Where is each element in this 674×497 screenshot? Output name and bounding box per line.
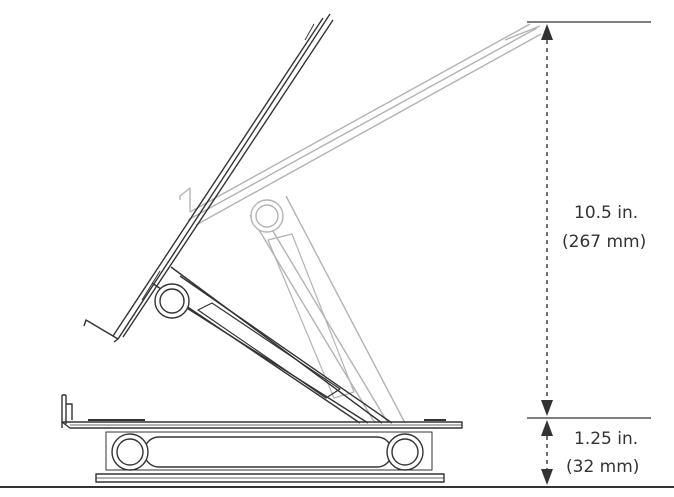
tilted-tray-plate <box>83 13 334 343</box>
raised-height-arrow <box>541 24 553 416</box>
tilted-lower-arm <box>151 266 393 424</box>
raised-height-label: 10.5 in. <box>574 203 638 223</box>
raised-upper-arm <box>249 195 406 424</box>
stand-raised-position <box>179 23 542 424</box>
stand-tilted-position <box>83 13 393 424</box>
base-front-lip <box>61 394 73 428</box>
base-height-arrow <box>541 420 553 485</box>
raised-height-metric: (267 mm) <box>562 232 646 252</box>
base-height-metric: (32 mm) <box>566 457 639 477</box>
base-bottom-plate <box>95 473 445 483</box>
stand-base <box>61 394 463 483</box>
base-height-label: 1.25 in. <box>574 429 638 449</box>
raised-tray-plate <box>179 23 542 226</box>
base-top-plate <box>61 421 463 429</box>
base-slot <box>143 436 393 468</box>
base-chassis <box>105 431 433 471</box>
dimension-guides <box>527 21 651 419</box>
